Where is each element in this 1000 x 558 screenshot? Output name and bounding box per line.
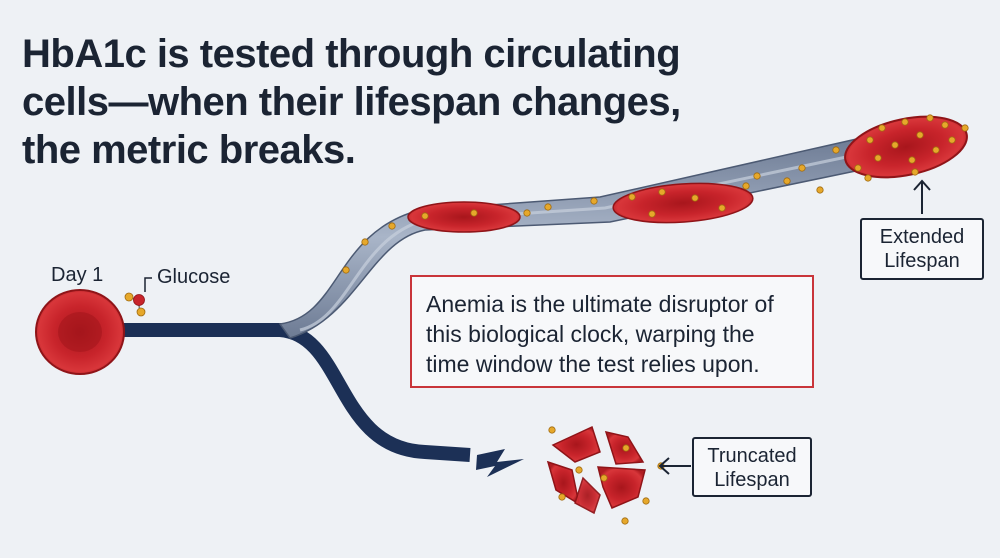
glucose-dot (854, 164, 862, 172)
glucose-dot (916, 131, 924, 139)
glucose-dot (926, 114, 934, 122)
glucose-dot (558, 493, 566, 501)
title-line-2: cells—when their lifespan changes, (22, 80, 681, 124)
glucose-dot (342, 266, 350, 274)
glucose-dot (642, 497, 650, 505)
glucose-dot (523, 209, 531, 217)
glucose-dot (421, 212, 429, 220)
glucose-dot (866, 136, 874, 144)
glucose-dot (753, 172, 761, 180)
glucose-dot (961, 124, 969, 132)
glucose-dot (718, 204, 726, 212)
title-line-3: the metric breaks. (22, 128, 356, 172)
truncated-line-1: Truncated (707, 445, 797, 467)
truncated-lifespan-box: Truncated Lifespan (692, 437, 812, 497)
glucose-dot (470, 209, 478, 217)
glucose-dot (932, 146, 940, 154)
glucose-dot (548, 426, 556, 434)
glucose-dot (816, 186, 824, 194)
vessel-cell-1 (407, 201, 521, 233)
day1-cell (35, 289, 125, 375)
glucose-dot (911, 168, 919, 176)
glucose-dot (864, 174, 872, 182)
glucose-label: Glucose (157, 266, 231, 288)
glucose-dot (590, 197, 598, 205)
extended-line-2: Lifespan (884, 250, 960, 272)
rupture-bolt-icon (476, 449, 524, 477)
day1-label: Day 1 (51, 264, 104, 286)
vessel-cell-2 (612, 182, 754, 224)
glucose-dot (575, 466, 583, 474)
title-line-1: HbA1c is tested through circulating (22, 32, 681, 76)
glucose-dot (621, 517, 629, 525)
glucose-dot (388, 222, 396, 230)
arrow-up-icon (913, 179, 931, 214)
glucose-dot (544, 203, 552, 211)
glucose-dot (832, 146, 840, 154)
anemia-callout: Anemia is the ultimate disruptor of this… (410, 275, 814, 388)
glucose-dot (648, 210, 656, 218)
vessel-lower-branch (278, 323, 471, 462)
glucose-dot (361, 238, 369, 246)
arrow-left-icon (658, 457, 691, 475)
glucose-dot (901, 118, 909, 126)
glucose-dot (628, 193, 636, 201)
glucose-dot (874, 154, 882, 162)
callout-text: Anemia is the ultimate disruptor of this… (426, 291, 774, 377)
extended-line-1: Extended (879, 226, 965, 248)
glucose-dot (742, 182, 750, 190)
glucose-dot (658, 188, 666, 196)
truncated-line-2: Lifespan (714, 469, 790, 491)
page-title: HbA1c is tested through circulating cell… (22, 30, 782, 174)
glucose-dot (798, 164, 806, 172)
glucose-dot (908, 156, 916, 164)
glucose-dot (948, 136, 956, 144)
extended-lifespan-box: Extended Lifespan (860, 218, 984, 280)
glucose-dot (691, 194, 699, 202)
glucose-dot (622, 444, 630, 452)
glucose-dot (941, 121, 949, 129)
glucose-dot (891, 141, 899, 149)
extended-cell (844, 115, 968, 179)
glucose-dot (878, 124, 886, 132)
glucose-dot (600, 474, 608, 482)
glucose-dot (783, 177, 791, 185)
broken-cell-glucose-dots (548, 426, 665, 525)
glucose-molecule-icon (124, 292, 146, 317)
glucose-dots (342, 114, 969, 274)
glucose-leader-line (144, 277, 152, 292)
broken-cell-icon (546, 425, 646, 515)
